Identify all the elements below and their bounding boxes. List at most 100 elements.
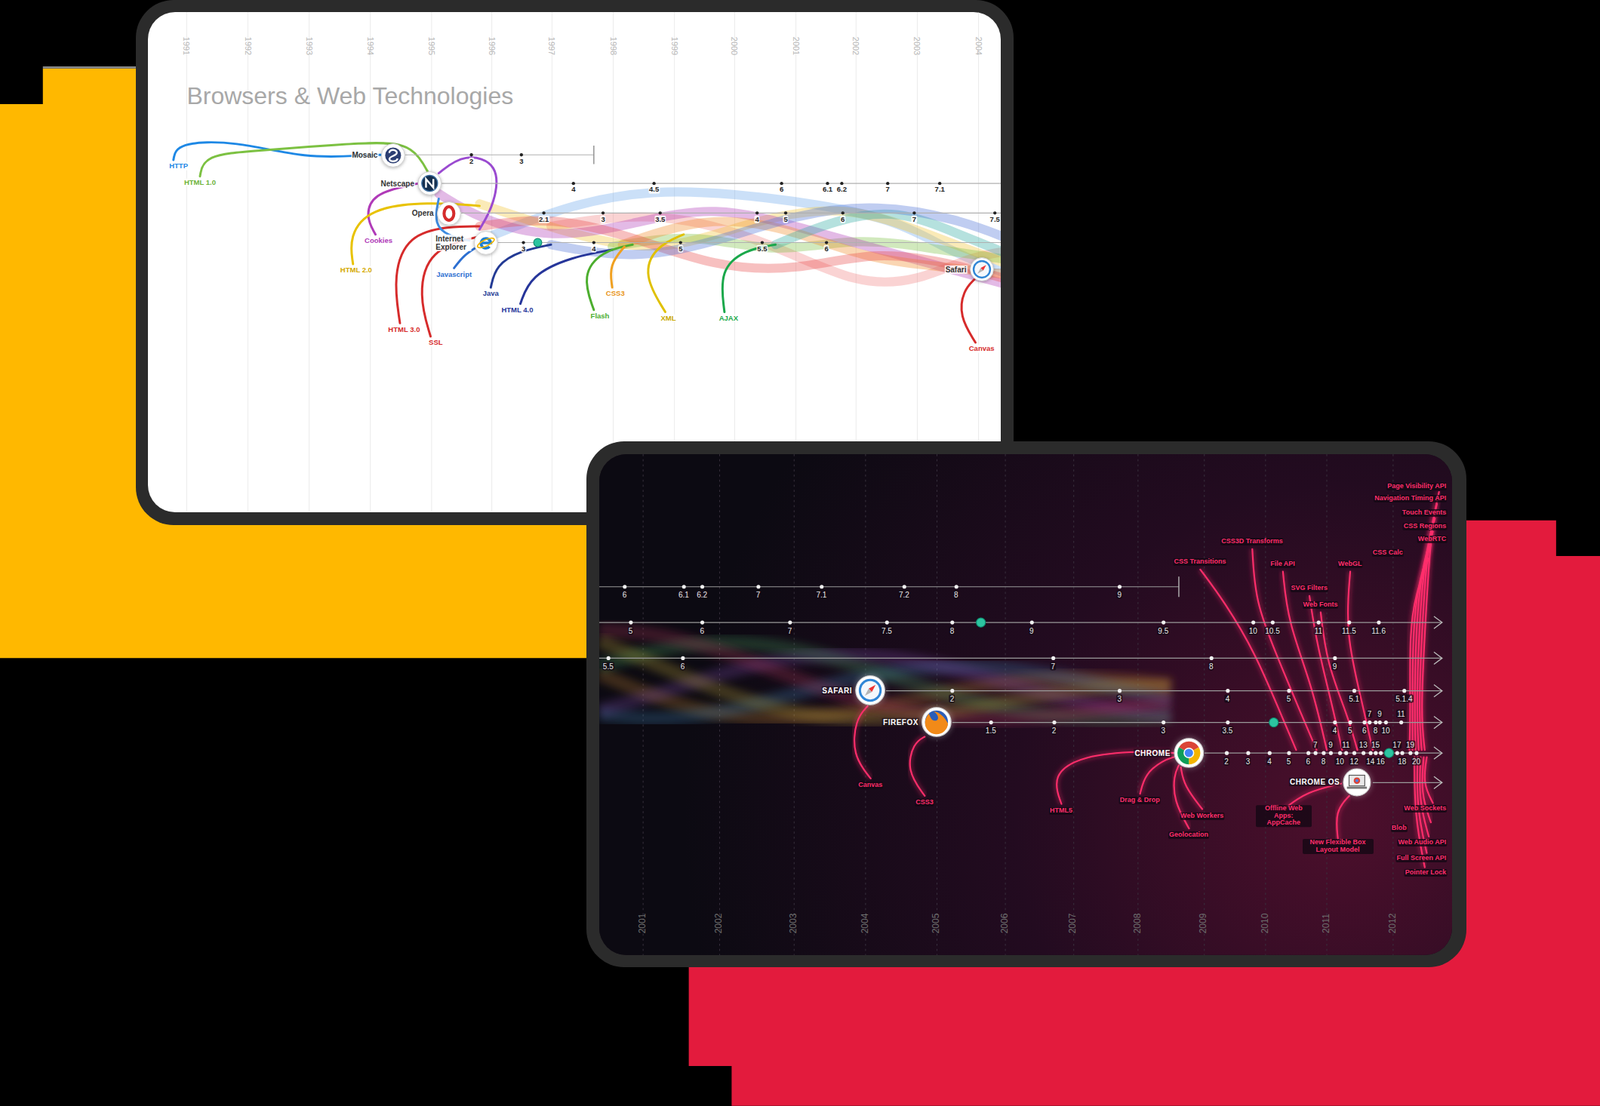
version-dot: [1332, 720, 1337, 725]
version-number: 6.2: [836, 185, 848, 194]
browser-node: FIREFOX: [882, 707, 952, 739]
version-dot: [1270, 620, 1274, 625]
version-dot: [1399, 720, 1404, 725]
version-dot: [840, 181, 844, 185]
version-dot: [1368, 750, 1373, 755]
browser-node: Safari: [944, 257, 994, 282]
version-dot: [1402, 689, 1407, 693]
browser-timeline: [993, 268, 1001, 270]
version-number: 4: [590, 245, 597, 253]
year-label: 1991: [181, 36, 191, 56]
timeline-arrowhead: [1433, 747, 1443, 760]
version-number: 11.5: [1341, 626, 1357, 635]
year-gridline: [936, 454, 938, 956]
version-dot: [1225, 720, 1230, 725]
version-dot: [679, 241, 683, 245]
end-tick: [1178, 576, 1179, 597]
version-dot: [1408, 750, 1413, 755]
version-number: 5: [782, 215, 788, 223]
version-dot: [760, 241, 764, 245]
version-dot: [606, 655, 610, 660]
version-dot: [1347, 720, 1352, 725]
version-dot: [1052, 720, 1056, 725]
year-label: 2010: [1260, 913, 1271, 934]
browser-node: Internet Explorer: [434, 230, 498, 256]
version-dot: [1361, 750, 1366, 755]
version-number: 10: [1248, 626, 1259, 635]
version-dot: [1117, 584, 1122, 589]
version-dot: [950, 689, 954, 693]
block-edge: [43, 66, 144, 69]
year-label: 1999: [670, 36, 680, 56]
release-badge: [1268, 717, 1278, 727]
browser-timeline: [498, 242, 1002, 244]
version-number: 9: [1028, 626, 1035, 635]
version-number: 5: [1347, 726, 1354, 736]
version-number: 10.5: [1264, 626, 1280, 635]
version-number: 2: [1051, 726, 1058, 736]
icon-ring: [1174, 738, 1204, 769]
technology-glow: [1309, 596, 1342, 751]
version-number: 5: [677, 245, 684, 253]
panel-ground: [599, 454, 1453, 956]
icon-disc: [384, 147, 401, 164]
icon-disc: [421, 175, 438, 192]
version-dot: [993, 211, 997, 215]
technology-label: Navigation Timing API: [1373, 495, 1447, 503]
version-dot: [1316, 620, 1320, 625]
version-dot: [1362, 720, 1367, 725]
version-number: 5.1.4: [1394, 695, 1413, 704]
browser-timeline: [461, 212, 1001, 214]
version-number: 2: [1223, 756, 1230, 766]
icon-ring: [855, 676, 886, 706]
version-number: 4: [570, 185, 576, 194]
technology-label: HTML 3.0: [387, 325, 421, 333]
version-number: 2.1: [538, 215, 550, 223]
technology-label: Canvas: [968, 344, 996, 353]
version-dot: [1251, 620, 1256, 625]
technology-label: File API: [1269, 560, 1296, 569]
technology-label: Web Workers: [1179, 812, 1225, 821]
technology-label: SSL: [427, 338, 444, 347]
version-dot: [520, 153, 524, 157]
version-number: 7.2: [898, 590, 911, 600]
technology-glow: [1056, 751, 1174, 804]
version-dot: [1338, 750, 1342, 755]
icon-ring: [436, 201, 461, 225]
browser-node: CHROME OS: [1289, 768, 1372, 797]
version-dot: [988, 720, 993, 725]
version-dot: [1224, 750, 1229, 755]
version-number: 8: [1372, 726, 1379, 736]
icon-ring: [473, 230, 498, 255]
version-number: 5: [1286, 695, 1293, 704]
version-number: 4: [754, 215, 760, 223]
year-label: 1994: [366, 36, 376, 56]
version-dot: [1394, 750, 1399, 755]
year-gridline: [1392, 454, 1394, 956]
version-dot: [1117, 689, 1122, 693]
technology-lead: [648, 234, 684, 313]
technology-label: HTML 1.0: [183, 178, 217, 187]
icon-disc: [972, 260, 991, 279]
illustration: [599, 454, 1453, 956]
technology-label: Cookies: [363, 236, 394, 245]
technology-label: Offline Web Apps: AppCache: [1255, 805, 1312, 828]
year-label: 1992: [243, 36, 253, 56]
year-gridline: [1326, 454, 1327, 956]
year-label: 1995: [427, 36, 437, 56]
year-label: 2003: [788, 913, 799, 934]
version-number: 3.5: [654, 215, 666, 223]
year-label: 2011: [1321, 913, 1332, 934]
year-label: 1998: [609, 36, 619, 56]
version-dot: [1414, 750, 1419, 755]
year-label: 2001: [791, 36, 801, 56]
technology-lead: [1139, 756, 1174, 794]
year-gridline: [1203, 454, 1205, 956]
version-dot: [469, 153, 473, 157]
technology-ribbon: [599, 640, 1171, 719]
icon-ring: [381, 143, 405, 167]
icon-logo: [1353, 777, 1361, 785]
version-dot: [886, 181, 890, 185]
version-dot: [658, 211, 662, 215]
version-number: 6: [778, 185, 785, 194]
